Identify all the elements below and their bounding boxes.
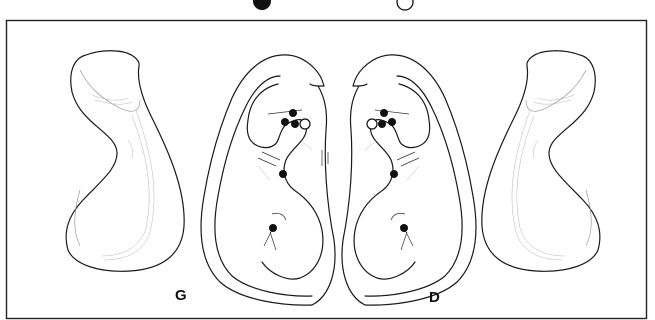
filled-marker (291, 120, 299, 128)
label-left: G (175, 287, 187, 304)
open-marker (367, 119, 377, 129)
outer-shell-right (482, 51, 600, 272)
inner-section-right (342, 55, 476, 305)
filled-marker (289, 109, 297, 117)
filled-marker (279, 170, 287, 178)
figure-frame (7, 21, 647, 319)
legend-open-marker (397, 0, 413, 10)
filled-marker (400, 224, 408, 232)
filled-marker (380, 109, 388, 117)
filled-marker (378, 120, 386, 128)
filled-marker (390, 170, 398, 178)
label-right: D (429, 289, 440, 306)
filled-marker (388, 118, 396, 126)
filled-marker (281, 118, 289, 126)
inner-section-left (201, 55, 335, 305)
open-marker (300, 119, 310, 129)
legend (253, 0, 413, 10)
outer-shell-left (66, 51, 184, 272)
legend-filled-marker (253, 0, 271, 10)
filled-marker (269, 224, 277, 232)
